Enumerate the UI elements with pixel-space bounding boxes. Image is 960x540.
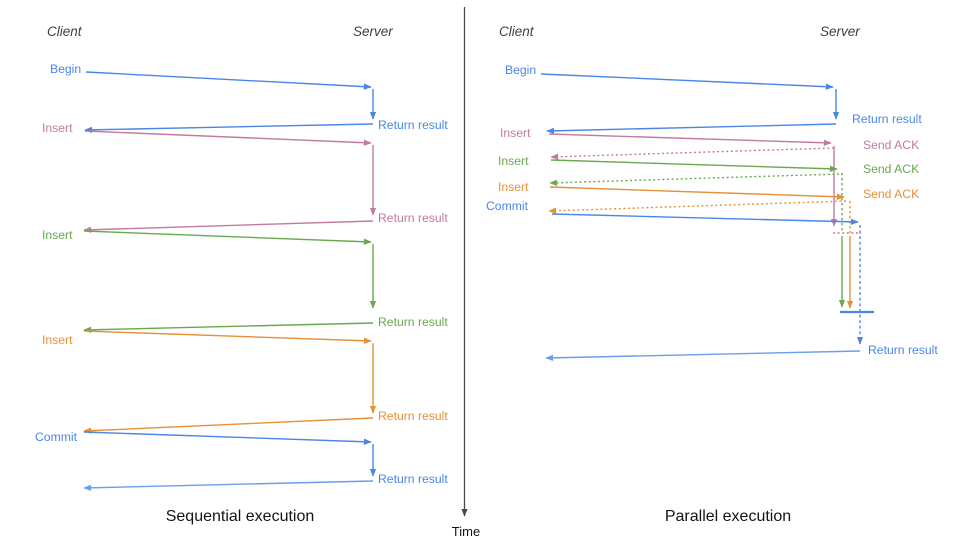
message-label: Insert xyxy=(42,333,73,347)
panel1-commit-return-arrow xyxy=(545,350,861,362)
message-label: Begin xyxy=(505,63,536,77)
panel0-begin-request-arrow xyxy=(85,71,372,90)
panel1-insert2-request-arrow xyxy=(550,159,838,172)
message-label: Commit xyxy=(35,430,78,444)
panel1-insert1-ack-arrow xyxy=(550,147,835,160)
lifeline-header-server: Server xyxy=(353,24,393,39)
panel-caption: Sequential execution xyxy=(166,508,315,525)
message-label: Send ACK xyxy=(863,138,919,152)
message-label: Return result xyxy=(378,409,448,423)
panel0-insert2-request-arrow xyxy=(83,230,372,245)
panel1-insert2-ack-arrow xyxy=(549,173,840,186)
panel1-insert1-request-arrow xyxy=(548,133,832,146)
lifeline-header-server: Server xyxy=(820,24,860,39)
message-label: Return result xyxy=(378,472,448,486)
panel1-begin-request-arrow xyxy=(540,73,834,90)
message-label: Insert xyxy=(42,121,73,135)
message-label: Commit xyxy=(486,199,529,213)
panel0-insert1-request-arrow xyxy=(84,130,372,146)
message-label: Return result xyxy=(378,315,448,329)
message-label: Return result xyxy=(852,112,922,126)
time-axis-label: Time xyxy=(452,524,480,539)
message-label: Insert xyxy=(500,126,531,140)
lifeline-header-client: Client xyxy=(499,24,535,39)
panel0-insert2-return-arrow xyxy=(83,322,374,334)
lifeline-header-client: Client xyxy=(47,24,83,39)
panel0-insert3-request-arrow xyxy=(83,330,372,344)
message-label: Insert xyxy=(42,228,73,242)
panel-caption: Parallel execution xyxy=(665,508,791,525)
panel0-commit-request-arrow xyxy=(83,431,372,445)
panel0-insert3-return-arrow xyxy=(83,417,374,434)
time-axis: Time xyxy=(452,7,480,539)
message-label: Return result xyxy=(378,211,448,225)
message-label: Return result xyxy=(868,343,938,357)
message-label: Begin xyxy=(50,62,81,76)
panel1-commit-request-arrow xyxy=(551,213,859,226)
message-label: Insert xyxy=(498,154,529,168)
message-label: Insert xyxy=(498,180,529,194)
panel0-begin-return-arrow xyxy=(84,123,374,134)
message-label: Send ACK xyxy=(863,162,919,176)
panel1-insert3-ack-arrow xyxy=(548,200,847,214)
panel0-insert1-return-arrow xyxy=(83,220,374,233)
panel1-insert3-request-arrow xyxy=(549,186,845,200)
panel0-commit-return-arrow xyxy=(83,480,374,492)
message-label: Return result xyxy=(378,118,448,132)
message-label: Send ACK xyxy=(863,187,919,201)
panel1-begin-return-arrow xyxy=(546,123,837,135)
